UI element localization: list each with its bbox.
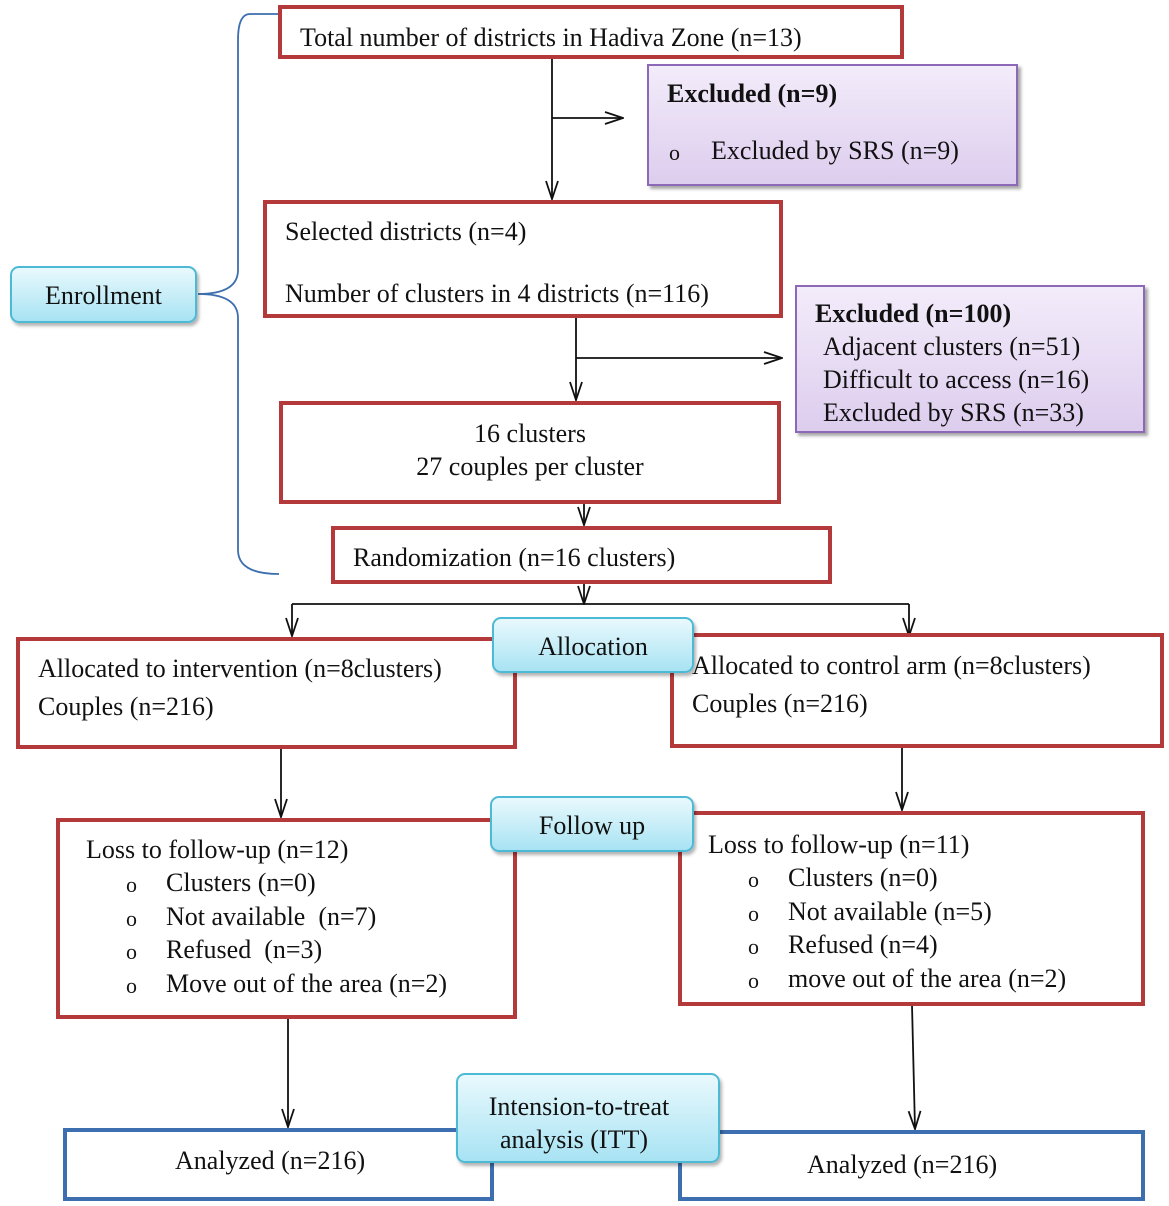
itt-line2-text: analysis (ITT) bbox=[499, 1125, 648, 1154]
total-districts-text: Total number of districts in Hadiva Zone… bbox=[300, 23, 802, 52]
control-allocated-text: Allocated to control arm (n=8clusters) bbox=[692, 651, 1091, 680]
intervention-allocated-text: Allocated to intervention (n=8clusters) bbox=[38, 654, 442, 683]
intervention-loss-item: Clusters (n=0) bbox=[166, 868, 316, 897]
followup-text: Follow up bbox=[538, 811, 646, 840]
excluded-2-item: Adjacent clusters (n=51) bbox=[823, 332, 1081, 361]
total-districts-box: Total number of districts in Hadiva Zone… bbox=[278, 5, 904, 59]
clusters-count-text: 16 clusters bbox=[474, 419, 586, 448]
bullet: o bbox=[126, 939, 137, 964]
intervention-analyzed-text: Analyzed (n=216) bbox=[175, 1146, 366, 1175]
intervention-loss-title: Loss to follow-up (n=12) bbox=[86, 835, 349, 864]
enrollment-bracket bbox=[197, 13, 280, 575]
intervention-loss-item: Refused (n=3) bbox=[166, 935, 323, 964]
bullet: o bbox=[748, 934, 759, 959]
couples-per-cluster-text: 27 couples per cluster bbox=[416, 452, 644, 481]
control-loss-item: Refused (n=4) bbox=[788, 930, 938, 959]
enrollment-text: Enrollment bbox=[45, 281, 162, 310]
intervention-loss-item: Move out of the area (n=2) bbox=[166, 969, 448, 998]
clusters-box: 16 clusters 27 couples per cluster bbox=[279, 401, 781, 504]
excluded-1-title: Excluded (n=9) bbox=[667, 79, 838, 108]
allocation-stage-label: Allocation bbox=[492, 617, 694, 673]
bullet: o bbox=[748, 867, 759, 892]
control-couples-text: Couples (n=216) bbox=[692, 689, 868, 718]
excluded-2-title: Excluded (n=100) bbox=[815, 299, 1012, 328]
intervention-couples-text: Couples (n=216) bbox=[38, 692, 214, 721]
control-analyzed-text: Analyzed (n=216) bbox=[807, 1150, 998, 1179]
bullet: o bbox=[126, 872, 137, 897]
bullet: o bbox=[126, 973, 137, 998]
bullet: o bbox=[748, 901, 759, 926]
selected-districts-box: Selected districts (n=4) Number of clust… bbox=[263, 200, 783, 318]
control-loss-item: move out of the area (n=2) bbox=[788, 964, 1067, 993]
itt-stage-label: Intension-to-treat analysis (ITT) bbox=[456, 1073, 720, 1163]
excluded-box-2: Excluded (n=100) Adjacent clusters (n=51… bbox=[795, 285, 1145, 433]
clusters-in-districts-text: Number of clusters in 4 districts (n=116… bbox=[285, 279, 709, 308]
control-analyzed-box: Analyzed (n=216) bbox=[678, 1130, 1145, 1201]
randomization-box: Randomization (n=16 clusters) bbox=[331, 526, 832, 584]
control-loss-box: Loss to follow-up (n=11) o Clusters (n=0… bbox=[678, 811, 1145, 1006]
excluded-1-item: Excluded by SRS (n=9) bbox=[711, 136, 959, 165]
excluded-2-item: Difficult to access (n=16) bbox=[823, 365, 1090, 394]
excluded-2-item: Excluded by SRS (n=33) bbox=[823, 398, 1084, 427]
excluded-1-bullet: o bbox=[669, 140, 680, 165]
enrollment-stage-label: Enrollment bbox=[10, 266, 197, 323]
intervention-analyzed-box: Analyzed (n=216) bbox=[63, 1128, 494, 1201]
selected-districts-text: Selected districts (n=4) bbox=[285, 217, 527, 246]
allocation-text: Allocation bbox=[538, 632, 648, 661]
randomization-text: Randomization (n=16 clusters) bbox=[353, 543, 676, 572]
control-allocation-box: Allocated to control arm (n=8clusters) C… bbox=[670, 633, 1164, 748]
intervention-loss-box: Loss to follow-up (n=12) o Clusters (n=0… bbox=[56, 818, 517, 1019]
intervention-loss-item: Not available (n=7) bbox=[166, 902, 377, 931]
intervention-allocation-box: Allocated to intervention (n=8clusters) … bbox=[16, 637, 517, 749]
bullet: o bbox=[126, 906, 137, 931]
control-loss-item: Not available (n=5) bbox=[788, 897, 992, 926]
itt-line1-text: Intension-to-treat bbox=[488, 1092, 670, 1121]
followup-stage-label: Follow up bbox=[490, 796, 694, 852]
control-loss-item: Clusters (n=0) bbox=[788, 863, 938, 892]
control-loss-title: Loss to follow-up (n=11) bbox=[708, 830, 970, 859]
bullet: o bbox=[748, 968, 759, 993]
excluded-box-1: Excluded (n=9) o Excluded by SRS (n=9) bbox=[647, 64, 1018, 186]
arrow-loss-to-analyzed-right bbox=[912, 1004, 915, 1129]
